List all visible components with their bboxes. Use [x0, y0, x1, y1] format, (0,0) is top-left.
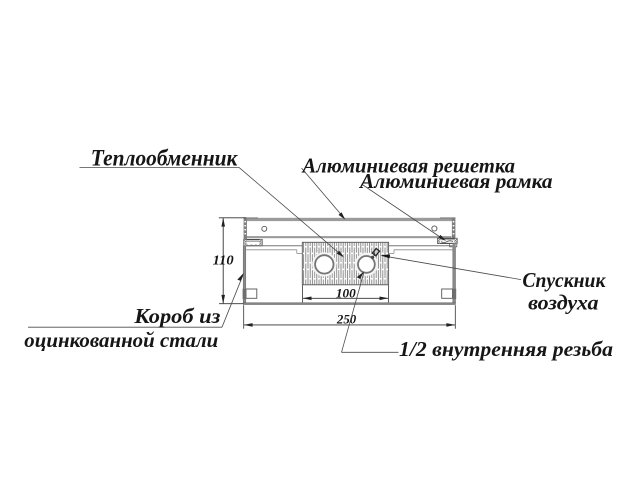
svg-text:Короб из: Короб из	[133, 304, 220, 328]
svg-text:100: 100	[336, 285, 356, 300]
svg-text:Спускник: Спускник	[522, 268, 606, 292]
svg-text:воздуха: воздуха	[528, 291, 599, 315]
svg-text:250: 250	[336, 312, 357, 327]
svg-text:Теплообменник: Теплообменник	[91, 145, 239, 170]
svg-text:Алюминиевая решетка: Алюминиевая решетка	[301, 153, 516, 177]
svg-text:1/2 внутренняя резьба: 1/2 внутренняя резьба	[399, 337, 613, 361]
svg-text:110: 110	[213, 252, 234, 267]
svg-text:оцинкованной стали: оцинкованной стали	[24, 328, 218, 352]
svg-text:Алюминиевая рамка: Алюминиевая рамка	[358, 169, 553, 193]
